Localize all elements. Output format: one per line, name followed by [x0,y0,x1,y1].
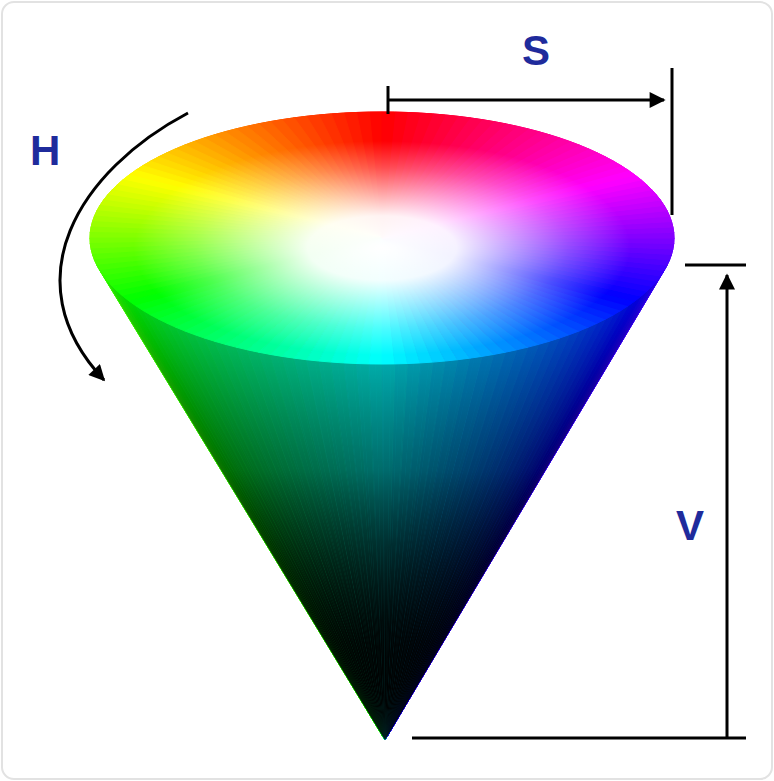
h-arrow [60,113,188,380]
cone-shade-wedge [385,331,579,740]
v-extension-bottom [412,737,746,740]
cone-shade-wedge [385,323,597,740]
cone-shade-wedge [136,306,385,740]
cone-side-wedge [136,306,385,740]
axis-label: S [522,30,550,72]
cone-shade-wedge [129,301,385,740]
cone-shade-wedge [385,360,458,740]
cone-shade-wedge [385,350,517,740]
v-arrow [726,275,729,738]
cone-shade-wedge [385,347,528,740]
s-extension [671,68,674,215]
cone-shade-wedge [259,352,385,740]
white-center [134,141,630,355]
cone-shade-wedge [294,358,385,740]
cone-shade-wedge [385,306,628,740]
cone-shade-wedge [270,354,385,740]
cone-shade-wedge [185,331,385,740]
cone-shade-wedge [385,341,549,740]
s-arrow [388,99,664,102]
cone-shade-wedge [158,319,385,740]
axis-label: V [676,505,704,547]
cone-shade-wedge [385,319,606,740]
axis-label: H [30,130,60,172]
cone-shade-wedge [385,352,505,740]
cone-side-wedge [204,338,385,740]
cone-shade-wedge [385,344,539,740]
cone-shade-wedge [385,335,570,740]
cone-shade-wedge [385,356,482,740]
cone-shade-wedge [282,356,385,740]
cone-shade-wedge [225,344,385,740]
cone-shade-wedge [236,347,385,740]
cone-shade-wedge [143,310,385,740]
cone-shade-wedge [385,358,470,740]
cone-shade-wedge [385,361,445,740]
cone-shade-wedge [385,338,560,740]
cone-shade-wedge [357,364,385,740]
cone-shade-wedge [319,361,385,740]
cone-shade-wedge [306,360,385,740]
cone-shade-wedge [167,323,385,740]
cone-shade-wedge [194,335,385,740]
cone-shade-wedge [204,338,385,740]
cone-shade-wedge [385,354,494,740]
cone-shade [90,112,674,740]
cone-shade-wedge [382,364,395,740]
cone-side-wedge [176,327,385,740]
cone-shade-wedge [176,327,385,740]
cone-shade-wedge [344,363,385,740]
cone-shade-wedge [331,362,385,740]
cone-shade-wedge [385,315,614,740]
cone-side [90,112,674,740]
cone-shade-wedge [385,301,635,740]
v-extension-top [685,264,746,267]
cone-side-wedge [215,341,385,740]
cone-shade-wedge [215,341,385,740]
cone-shade-wedge [385,327,588,740]
cone-shade-wedge [150,315,385,740]
cone-top [90,112,674,364]
cone-shade-wedge [385,310,621,740]
cone-shade-wedge [247,350,385,740]
cone [90,112,674,740]
